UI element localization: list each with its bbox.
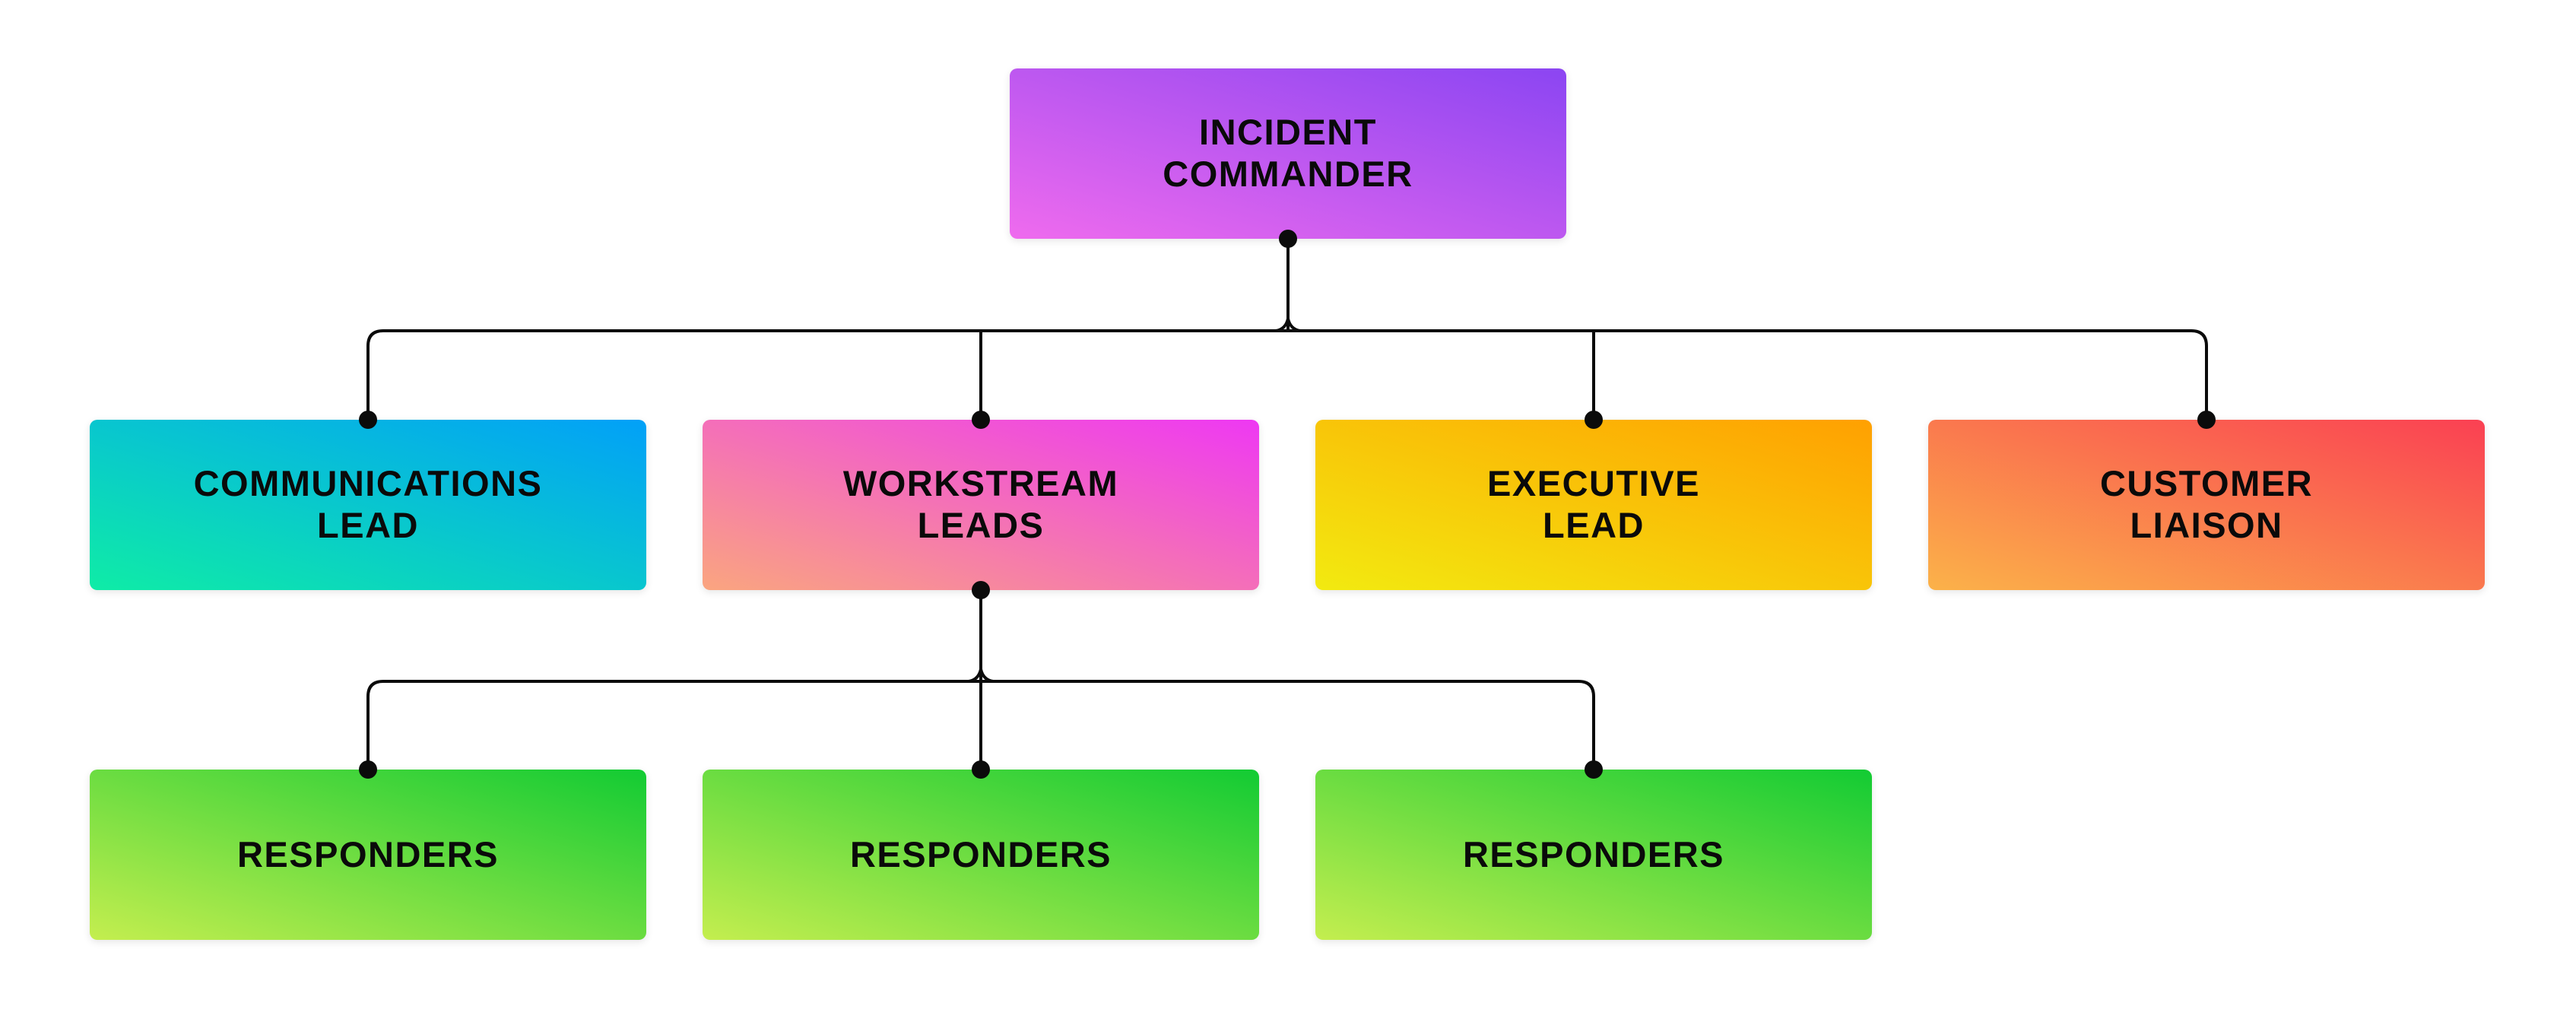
node-communications-lead: COMMUNICATIONS LEAD	[90, 420, 646, 590]
node-label-customer-liaison: CUSTOMER LIAISON	[2099, 463, 2314, 545]
node-executive-lead: EXECUTIVE LEAD	[1315, 420, 1872, 590]
node-label-executive-lead: EXECUTIVE LEAD	[1487, 463, 1700, 545]
node-label-workstream-leads: WORKSTREAM LEADS	[842, 463, 1119, 545]
connector-edge	[366, 680, 1595, 771]
node-label-incident-commander: INCIDENT COMMANDER	[1163, 112, 1413, 194]
connector-edge	[979, 668, 995, 683]
node-workstream-leads: WORKSTREAM LEADS	[703, 420, 1259, 590]
node-label-communications-lead: COMMUNICATIONS LEAD	[193, 463, 543, 545]
connector-edge	[1286, 317, 1302, 332]
node-label-responders-3: RESPONDERS	[1462, 833, 1725, 874]
node-responders-1: RESPONDERS	[90, 770, 646, 940]
connector-edge	[366, 329, 2208, 421]
node-responders-3: RESPONDERS	[1315, 770, 1872, 940]
node-label-responders-1: RESPONDERS	[236, 833, 500, 874]
node-incident-commander: INCIDENT COMMANDER	[1010, 68, 1566, 239]
node-responders-2: RESPONDERS	[703, 770, 1259, 940]
connector-edge	[967, 668, 982, 683]
connector-edge	[1274, 317, 1290, 332]
node-customer-liaison: CUSTOMER LIAISON	[1928, 420, 2485, 590]
node-label-responders-2: RESPONDERS	[849, 833, 1112, 874]
